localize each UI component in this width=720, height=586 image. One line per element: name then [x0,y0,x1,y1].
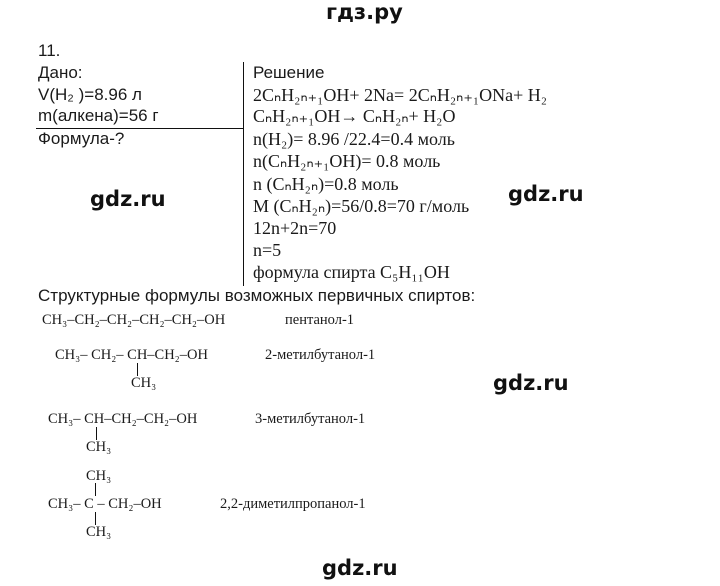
problem-number: 11. [38,41,61,60]
branch-bond [95,483,96,496]
solution-line: M (CₙH₂ₙ)=56/0.8=70 г/моль [253,196,470,216]
solution-line: 12n+2n=70 [253,218,337,238]
structure-name: пентанол-1 [285,312,355,328]
branch-bond [95,512,96,525]
given-mass: m(алкена)=56 г [38,106,159,125]
given-heading: Дано: [38,63,83,82]
structure-branch: CH₃ [86,439,112,455]
structure-formula: CH₃– CH–CH₂–CH₂–OH [48,411,198,427]
structures-heading: Структурные формулы возможных первичных … [38,286,476,305]
structure-name: 2-метилбутанол-1 [265,347,376,363]
solution-heading: Решение [253,63,325,82]
given-volume: V(H₂ )=8.96 л [38,85,142,104]
branch-bond [96,427,97,440]
solution-line: CₙH₂ₙ₊₁OH→ CₙH₂ₙ+ H₂O [253,106,456,126]
structure-formula: CH₃– C – CH₂–OH [48,496,162,512]
structure-formula: CH₃–CH₂–CH₂–CH₂–CH₂–OH [42,312,226,328]
watermark-mid-right: gdz.ru [508,182,584,206]
find-formula: Формула-? [38,129,125,148]
structure-formula: CH₃– CH₂– CH–CH₂–OH [55,347,208,363]
structure-name: 2,2-диметилпропанол-1 [220,496,366,512]
structure-branch: CH₃ [86,524,112,540]
branch-bond [137,363,138,376]
structure-branch-top: CH₃ [86,468,112,484]
solution-line: 2CₙH₂ₙ₊₁OH+ 2Na= 2CₙH₂ₙ₊₁ONa+ H₂ [253,85,548,105]
solution-line: n(CₙH₂ₙ₊₁OH)= 0.8 моль [253,151,441,171]
solution-line: n(H₂)= 8.96 /22.4=0.4 моль [253,129,455,149]
structure-branch: CH₃ [131,375,157,391]
given-divider-vertical [243,62,244,286]
watermark-top: гдз.ру [326,0,403,24]
solution-line: n=5 [253,240,282,260]
watermark-right: gdz.ru [493,371,569,395]
watermark-mid-left: gdz.ru [90,187,166,211]
structure-name: 3-метилбутанол-1 [255,411,366,427]
solution-line: n (CₙH₂ₙ)=0.8 моль [253,174,399,194]
given-divider-horizontal [36,128,244,129]
solution-line: формула спирта C₅H₁₁OH [253,262,450,282]
watermark-bottom: gdz.ru [322,556,398,580]
